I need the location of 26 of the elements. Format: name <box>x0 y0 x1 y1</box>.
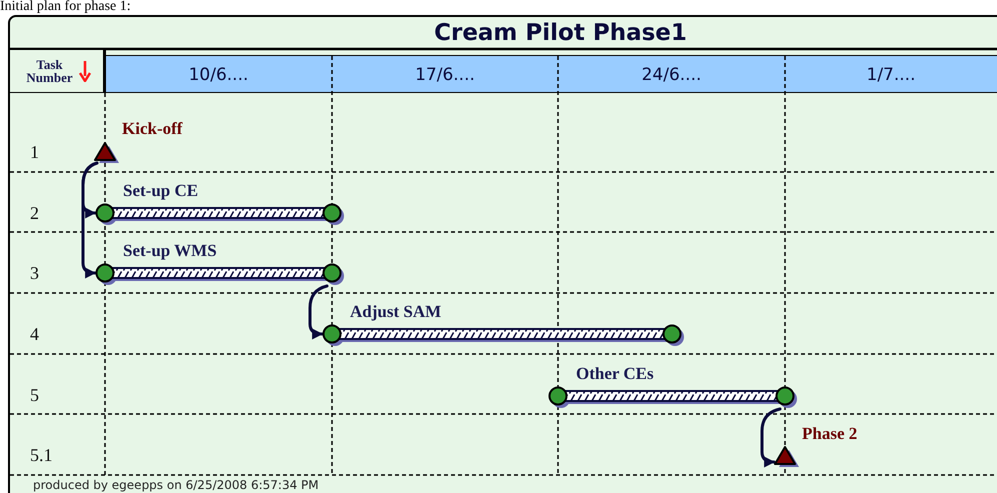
milestone-triangle <box>774 445 800 469</box>
task-number: 5.1 <box>30 444 52 466</box>
chart-title: Cream Pilot Phase1 <box>434 18 687 46</box>
task-label: Other CEs <box>576 364 654 384</box>
milestone-label: Phase 2 <box>802 424 858 444</box>
task-number: 1 <box>30 141 39 163</box>
date-label: 1/7.... <box>866 64 916 84</box>
dependency-arrow <box>308 284 328 340</box>
milestone-triangle <box>94 141 120 165</box>
dependency-arrow <box>82 162 98 218</box>
intro-text: Initial plan for phase 1: <box>0 0 131 14</box>
task-number: 5 <box>30 384 39 406</box>
milestone-label: Kick-off <box>122 119 182 139</box>
task-number: 2 <box>30 202 39 224</box>
date-label: 24/6.... <box>642 64 702 84</box>
task-label: Adjust SAM <box>350 302 442 322</box>
task-label: Set-up CE <box>123 181 198 201</box>
task-number: 3 <box>30 262 39 284</box>
task-number: 4 <box>30 323 39 345</box>
dependency-arrow <box>82 162 98 278</box>
footer-text: produced by egeepps on 6/25/2008 6:57:34 PM <box>33 478 319 492</box>
task-label: Set-up WMS <box>123 241 217 261</box>
column-header: Task Number <box>25 58 74 84</box>
dependency-arrow <box>760 408 782 468</box>
date-label: 10/6.... <box>188 64 248 84</box>
date-label: 17/6.... <box>415 64 475 84</box>
